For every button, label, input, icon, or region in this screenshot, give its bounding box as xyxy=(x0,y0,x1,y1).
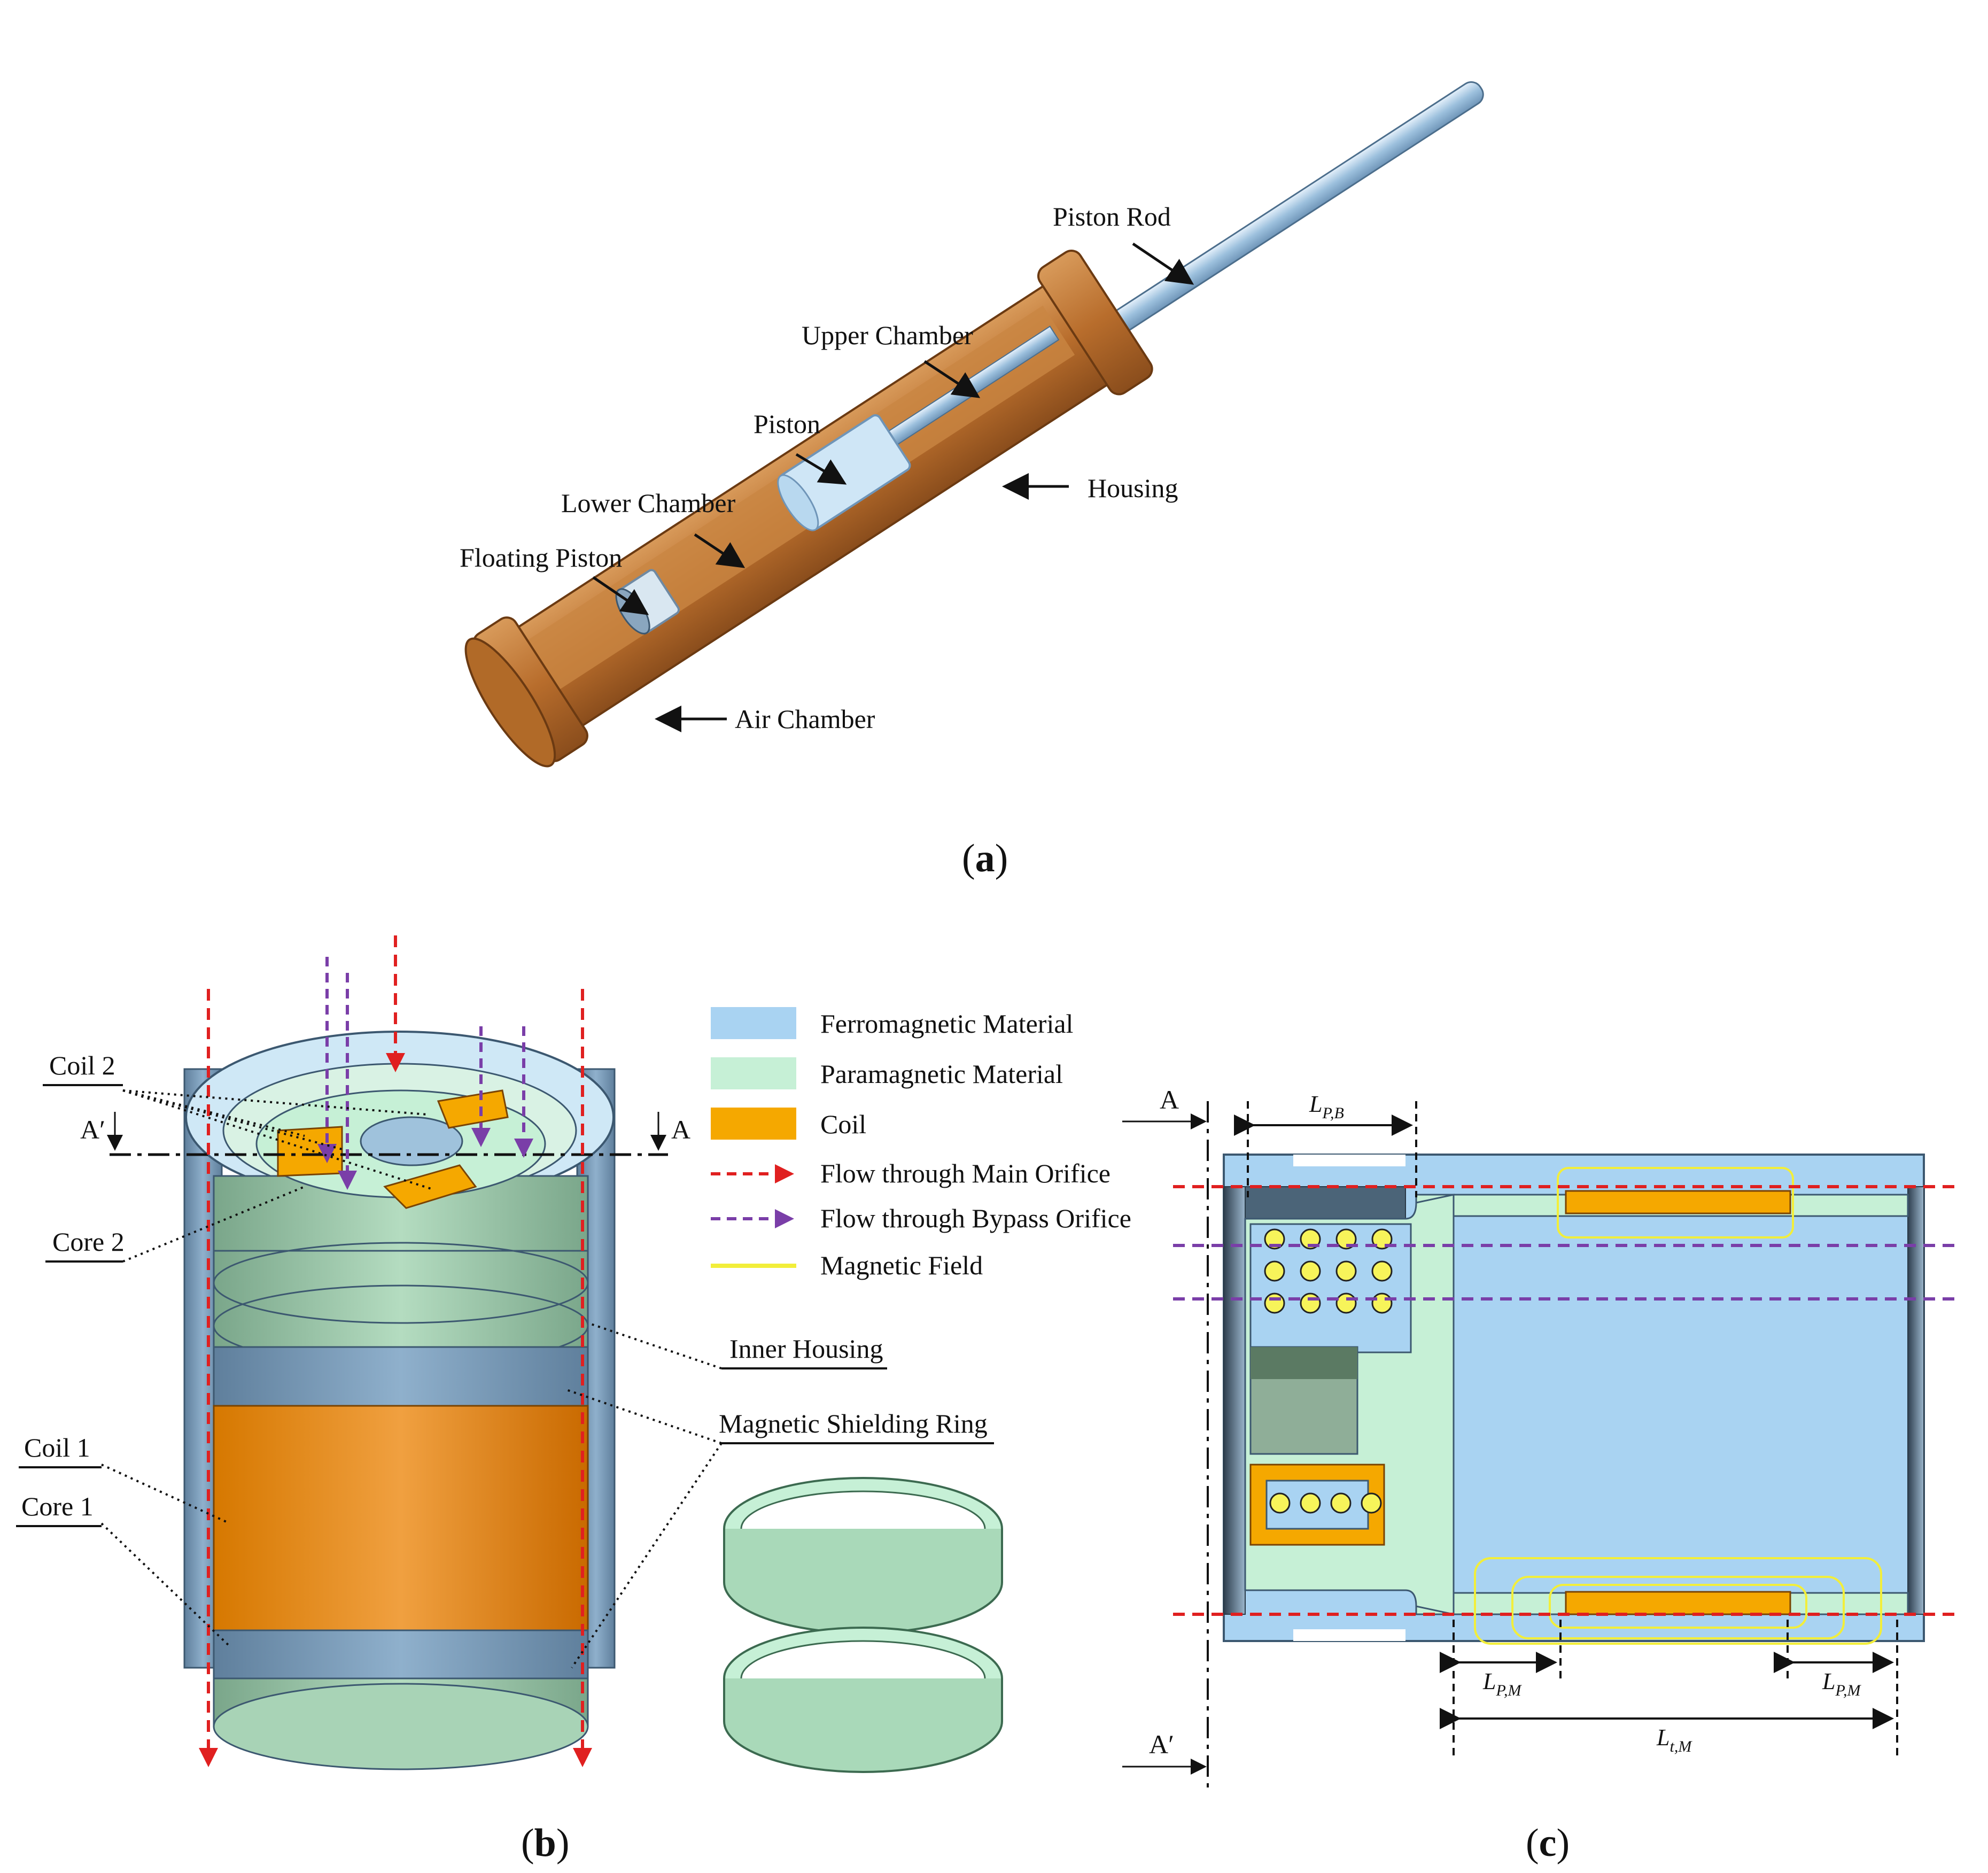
shielding-ring-lower xyxy=(723,1627,1003,1773)
dim-lpb: LP,B xyxy=(1309,1091,1344,1122)
dim-ltm: Lt,M xyxy=(1656,1724,1692,1755)
panel-c-section-view: A A′ LP,B LP,M LP,M Lt,M (c) xyxy=(1122,1085,1956,1865)
panel-a-caption-letter: a xyxy=(975,837,995,880)
c-section-a-prime: A′ xyxy=(1149,1729,1174,1759)
legend-label-4: Flow through Bypass Orifice xyxy=(820,1203,1131,1233)
b-section-a: A xyxy=(671,1114,690,1144)
shielding-ring-upper xyxy=(723,1477,1003,1634)
legend-swatch-coil xyxy=(711,1108,796,1140)
panel-a-caption: (a) xyxy=(962,837,1008,880)
panel-c-caption: (c) xyxy=(1526,1821,1570,1865)
dim-lpm2-sub: P,M xyxy=(1835,1682,1861,1699)
inner-housing-label: Inner Housing xyxy=(729,1334,883,1364)
lower-chamber-label: Lower Chamber xyxy=(561,488,736,518)
panel-b-caption-letter: b xyxy=(534,1821,556,1865)
floating-piston-label: Floating Piston xyxy=(460,543,622,572)
panel-b-caption: (b) xyxy=(521,1821,569,1865)
dim-lpm2-main: L xyxy=(1822,1668,1835,1694)
legend-label-2: Coil xyxy=(820,1109,866,1139)
air-chamber-label: Air Chamber xyxy=(735,704,875,734)
legend-swatch-ferro xyxy=(711,1007,796,1039)
core-1-label: Core 1 xyxy=(21,1491,94,1521)
legend-label-5: Magnetic Field xyxy=(820,1250,983,1280)
upper-chamber-label: Upper Chamber xyxy=(802,320,973,350)
panel-c-caption-letter: c xyxy=(1539,1821,1557,1865)
dim-lpb-sub: P,B xyxy=(1322,1104,1344,1122)
dim-lpm-2: LP,M xyxy=(1822,1668,1861,1699)
coil-2-label: Coil 2 xyxy=(49,1050,115,1080)
legend: Ferromagnetic Material Paramagnetic Mate… xyxy=(711,1007,1131,1280)
dim-lpb-main: L xyxy=(1309,1091,1322,1117)
dim-ltm-sub: t,M xyxy=(1669,1738,1692,1755)
piston-label: Piston xyxy=(754,409,820,439)
housing-label: Housing xyxy=(1088,473,1178,503)
legend-label-0: Ferromagnetic Material xyxy=(820,1009,1073,1039)
housing-shape xyxy=(464,250,1153,768)
dim-lpm1-sub: P,M xyxy=(1495,1682,1522,1699)
legend-label-3: Flow through Main Orifice xyxy=(820,1158,1111,1188)
panel-a-damper-illustration: Piston Rod Upper Chamber Piston Housing … xyxy=(460,81,1484,880)
piston-rod-label: Piston Rod xyxy=(1053,202,1171,231)
dim-lpm1-main: L xyxy=(1482,1668,1496,1694)
legend-swatch-para xyxy=(711,1057,796,1089)
dim-ltm-main: L xyxy=(1656,1724,1669,1751)
b-section-a-prime: A′ xyxy=(80,1114,105,1144)
panel-b-piston-cutaway: A′ A Coil 2 Core 2 Inner Housing xyxy=(16,935,1131,1865)
core-2-label: Core 2 xyxy=(52,1227,125,1257)
coil-1-label: Coil 1 xyxy=(24,1433,90,1462)
legend-label-1: Paramagnetic Material xyxy=(820,1059,1063,1089)
dim-lpm-1: LP,M xyxy=(1482,1668,1522,1699)
magnetic-shielding-ring-label: Magnetic Shielding Ring xyxy=(719,1408,988,1438)
c-section-a: A xyxy=(1160,1085,1179,1114)
